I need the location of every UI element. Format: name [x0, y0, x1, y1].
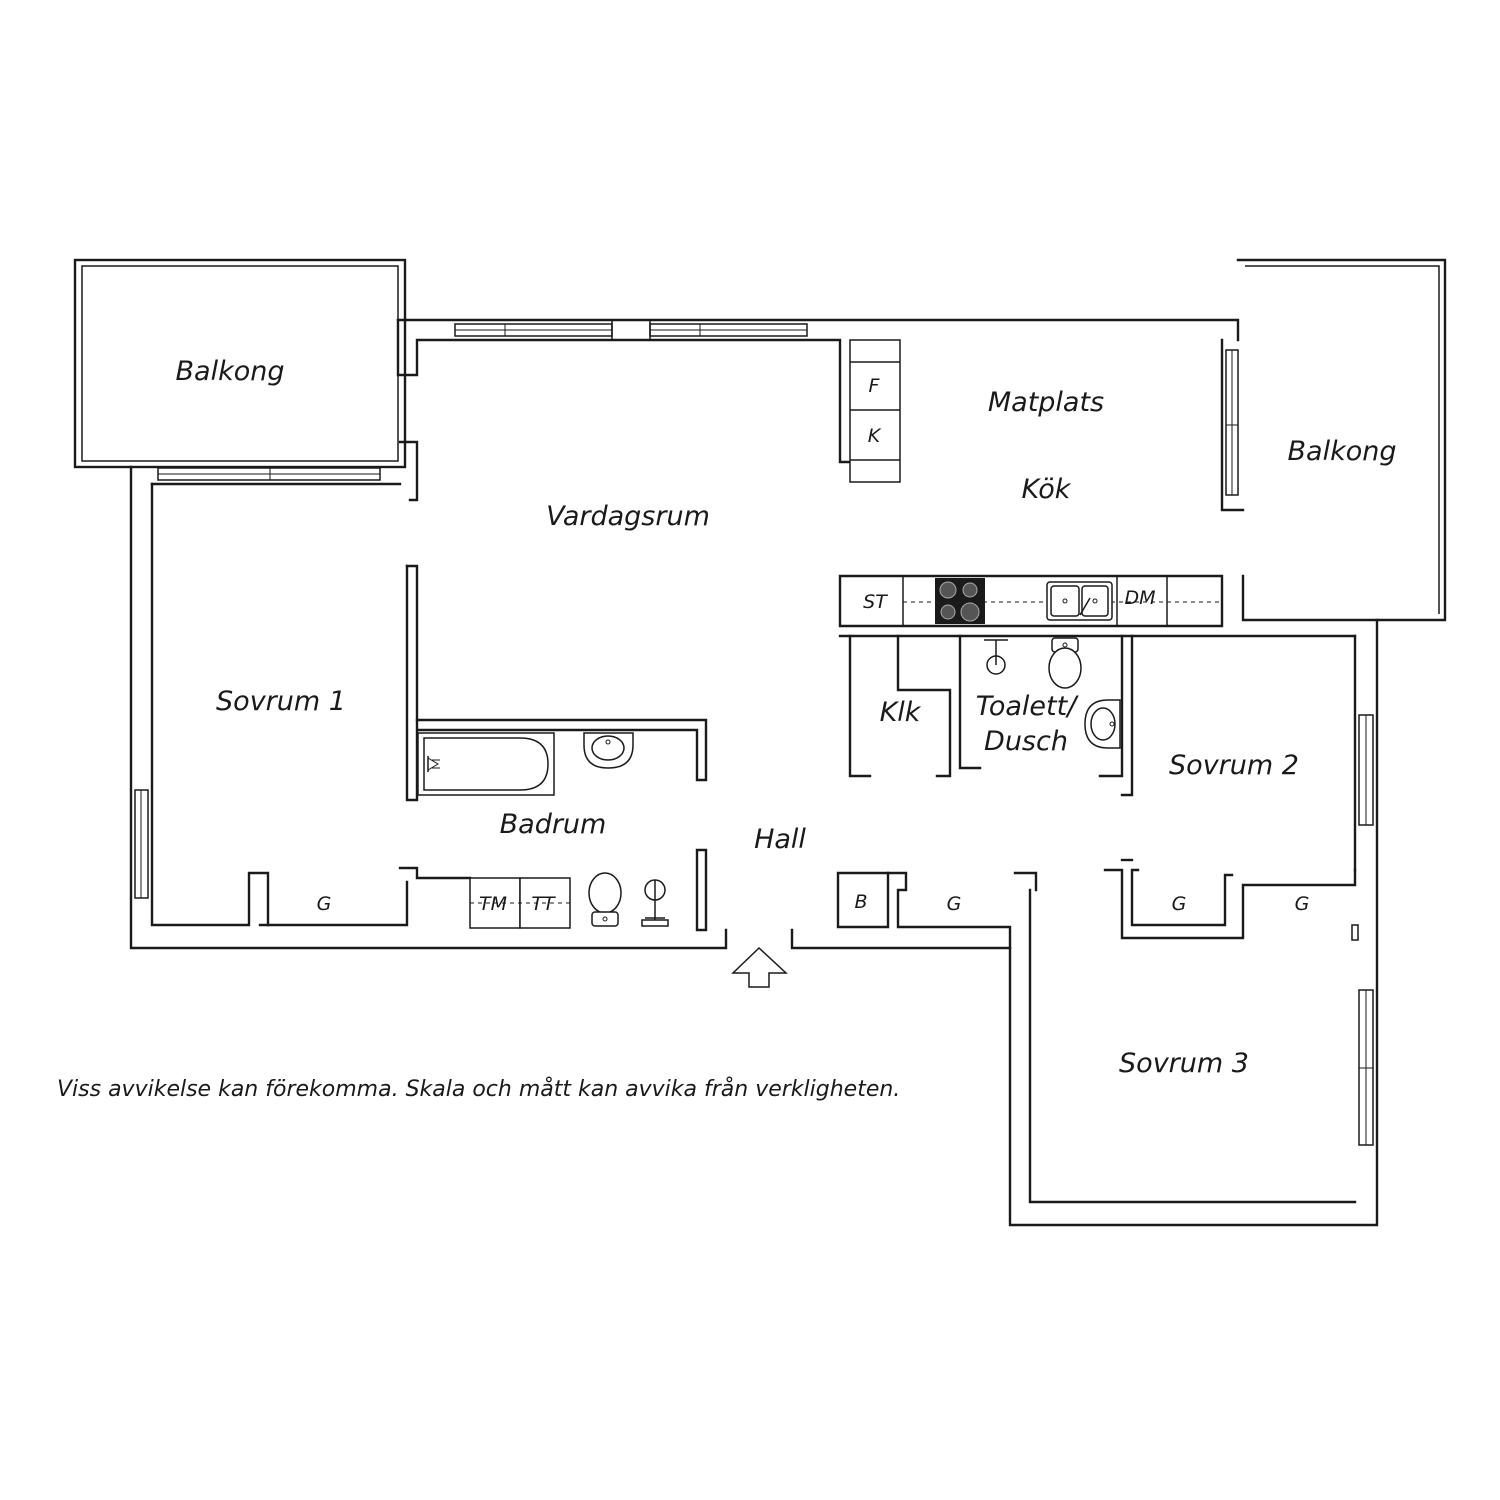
wc-basin-icon: [1084, 699, 1121, 749]
disclaimer-text: Viss avvikelse kan förekomma. Skala och …: [57, 1076, 900, 1102]
label-kok: Kök: [1022, 474, 1072, 505]
wc-toilet-icon: [1048, 637, 1082, 689]
entrance-arrow-icon: [731, 946, 788, 988]
shower-icon: [641, 879, 669, 927]
label-hall: Hall: [754, 824, 806, 855]
kitchen-fixtures: [849, 339, 1222, 626]
bathroom-fixtures: [417, 732, 669, 929]
label-wardrobe-hall: G: [947, 893, 962, 915]
toilet-icon: [588, 872, 622, 927]
label-matplats: Matplats: [988, 387, 1104, 418]
balcony-right: [1236, 258, 1447, 622]
bathtub-icon: [417, 732, 555, 796]
label-sovrum-1: Sovrum 1: [216, 686, 346, 717]
interior-walls: [258, 564, 1357, 950]
label-storage: B: [854, 891, 867, 913]
kitchen-sink-icon: [1046, 581, 1113, 621]
label-vardagsrum: Vardagsrum: [546, 501, 710, 532]
basin-icon: [583, 732, 634, 769]
label-balkong-left: Balkong: [176, 356, 285, 387]
shower-small-icon: [984, 639, 1008, 675]
label-sovrum-3: Sovrum 3: [1119, 1048, 1249, 1079]
outer-walls: [129, 318, 1379, 1227]
label-dusch: Dusch: [984, 726, 1068, 757]
windows: [134, 319, 1374, 1146]
label-stove-cabinet: ST: [863, 591, 888, 613]
label-balkong-right: Balkong: [1288, 436, 1397, 467]
wc-fixtures: [984, 637, 1121, 749]
label-wardrobe-sovrum2: G: [1172, 893, 1187, 915]
label-klk: Klk: [880, 697, 922, 728]
label-wardrobe-sovrum3: G: [1295, 893, 1310, 915]
label-dishwasher: DM: [1124, 587, 1155, 609]
label-freezer: K: [868, 425, 882, 447]
label-wardrobe-sovrum1: G: [317, 893, 332, 915]
label-washing-machine: TM: [479, 893, 507, 915]
label-toalett: Toalett/: [976, 691, 1080, 722]
label-badrum: Badrum: [500, 809, 607, 840]
label-sovrum-2: Sovrum 2: [1169, 750, 1299, 781]
label-fridge: F: [869, 375, 881, 397]
label-tumble-dryer: TT: [531, 893, 556, 915]
